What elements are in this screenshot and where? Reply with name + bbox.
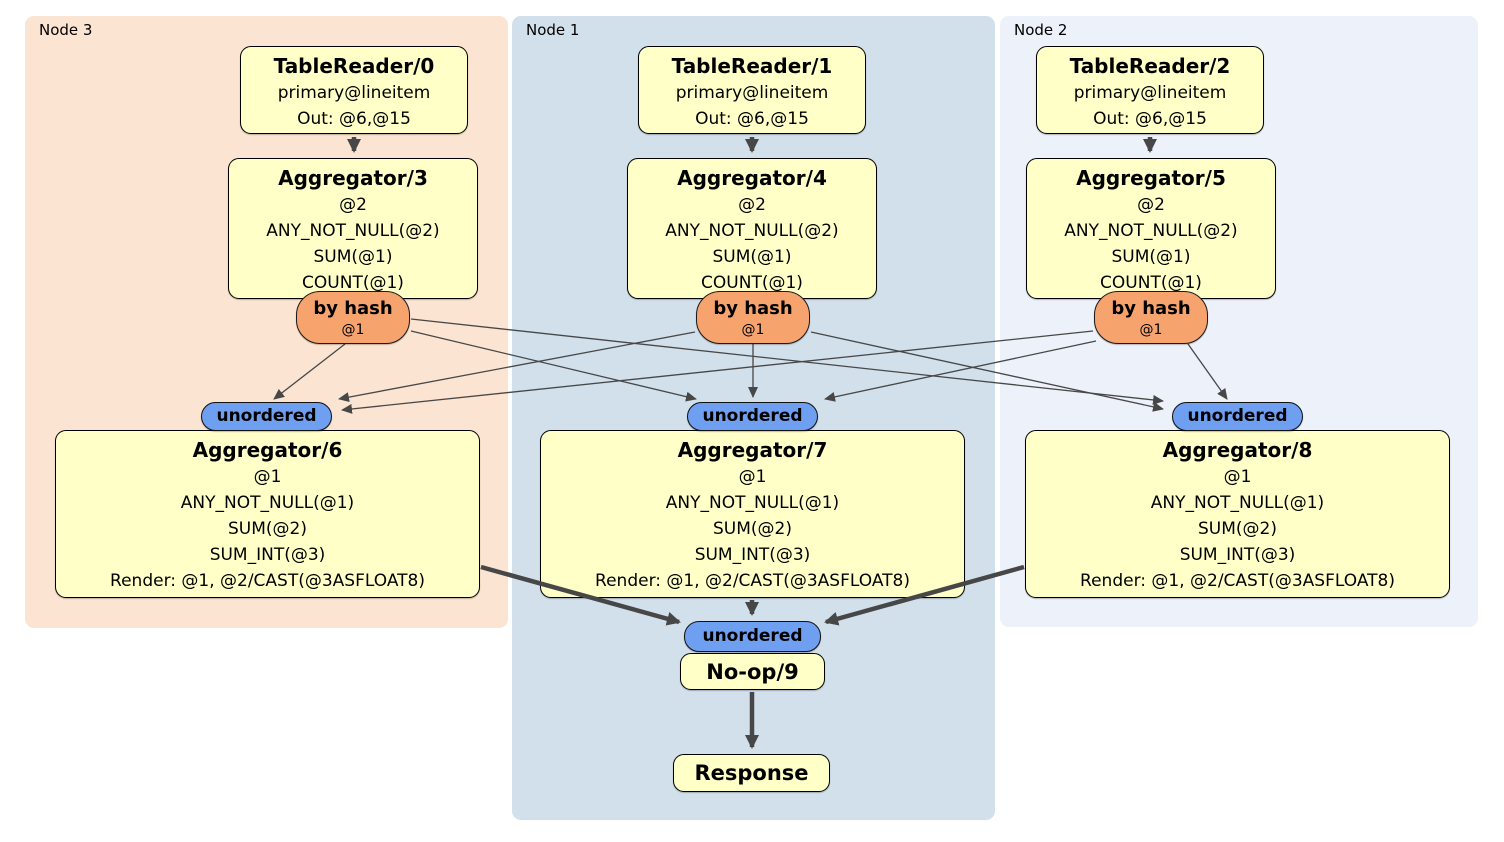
- box-line: ANY_NOT_NULL(@1): [1150, 493, 1325, 513]
- box-line: SUM(@2): [713, 519, 792, 539]
- node1-label: Node 1: [526, 21, 580, 39]
- box-line: primary@lineitem: [1073, 83, 1227, 103]
- box-title: TableReader/2: [1069, 54, 1231, 78]
- box-line: SUM(@2): [1198, 519, 1277, 539]
- box-line: @2: [1137, 195, 1165, 215]
- hash-router-4: by hash @1: [696, 291, 810, 344]
- box-line: Out: @6,@15: [1093, 109, 1207, 129]
- box-title: Aggregator/8: [1162, 438, 1313, 462]
- box-line: @2: [738, 195, 766, 215]
- box-title: Aggregator/3: [278, 166, 428, 190]
- box-line: SUM(@1): [313, 247, 393, 267]
- box-line: COUNT(@1): [1100, 273, 1202, 293]
- aggregator-8-box: Aggregator/8 @1 ANY_NOT_NULL(@1) SUM(@2)…: [1025, 430, 1450, 598]
- box-title: Aggregator/7: [677, 438, 828, 462]
- box-line: @1: [738, 467, 767, 487]
- box-line: @1: [253, 467, 282, 487]
- table-reader-1-box: TableReader/1 primary@lineitem Out: @6,@…: [638, 46, 866, 134]
- router-columns: @1: [741, 322, 765, 338]
- node2-label: Node 2: [1014, 21, 1068, 39]
- router-label: by hash: [313, 298, 393, 319]
- box-line: SUM_INT(@3): [694, 545, 811, 565]
- aggregator-6-box: Aggregator/6 @1 ANY_NOT_NULL(@1) SUM(@2)…: [55, 430, 480, 598]
- box-title: Aggregator/6: [192, 438, 343, 462]
- aggregator-5-box: Aggregator/5 @2 ANY_NOT_NULL(@2) SUM(@1)…: [1026, 158, 1276, 299]
- response-box: Response: [673, 754, 830, 792]
- router-label: by hash: [1111, 298, 1191, 319]
- box-line: Out: @6,@15: [297, 109, 411, 129]
- noop-9-box: No-op/9: [680, 653, 825, 690]
- box-line: ANY_NOT_NULL(@1): [665, 493, 840, 513]
- aggregator-7-box: Aggregator/7 @1 ANY_NOT_NULL(@1) SUM(@2)…: [540, 430, 965, 598]
- box-line: SUM(@2): [228, 519, 307, 539]
- unordered-sync-agg6: unordered: [201, 402, 332, 431]
- box-line: SUM(@1): [712, 247, 792, 267]
- box-line: primary@lineitem: [277, 83, 431, 103]
- box-title: Aggregator/4: [677, 166, 827, 190]
- table-reader-0-box: TableReader/0 primary@lineitem Out: @6,@…: [240, 46, 468, 134]
- box-line: COUNT(@1): [701, 273, 803, 293]
- box-line: ANY_NOT_NULL(@2): [665, 221, 839, 241]
- table-reader-2-box: TableReader/2 primary@lineitem Out: @6,@…: [1036, 46, 1264, 134]
- box-title: TableReader/1: [671, 54, 833, 78]
- box-line: Render: @1, @2/CAST(@3ASFLOAT8): [595, 571, 910, 591]
- aggregator-3-box: Aggregator/3 @2 ANY_NOT_NULL(@2) SUM(@1)…: [228, 158, 478, 299]
- unordered-sync-agg8: unordered: [1172, 402, 1303, 431]
- box-line: SUM(@1): [1111, 247, 1191, 267]
- box-line: Render: @1, @2/CAST(@3ASFLOAT8): [1080, 571, 1395, 591]
- box-title: Response: [694, 761, 809, 785]
- hash-router-3: by hash @1: [296, 291, 410, 344]
- box-line: Out: @6,@15: [695, 109, 809, 129]
- node3-label: Node 3: [39, 21, 93, 39]
- box-line: @1: [1223, 467, 1252, 487]
- router-label: by hash: [713, 298, 793, 319]
- unordered-sync-agg7: unordered: [687, 402, 818, 431]
- box-line: Render: @1, @2/CAST(@3ASFLOAT8): [110, 571, 425, 591]
- box-line: ANY_NOT_NULL(@2): [1064, 221, 1238, 241]
- unordered-sync-noop: unordered: [684, 621, 821, 652]
- box-line: ANY_NOT_NULL(@1): [180, 493, 355, 513]
- box-line: SUM_INT(@3): [1179, 545, 1296, 565]
- aggregator-4-box: Aggregator/4 @2 ANY_NOT_NULL(@2) SUM(@1)…: [627, 158, 877, 299]
- box-line: COUNT(@1): [302, 273, 404, 293]
- router-columns: @1: [1139, 322, 1163, 338]
- router-columns: @1: [341, 322, 365, 338]
- box-line: @2: [339, 195, 367, 215]
- box-line: ANY_NOT_NULL(@2): [266, 221, 440, 241]
- box-title: TableReader/0: [273, 54, 435, 78]
- box-title: No-op/9: [706, 659, 799, 684]
- box-line: SUM_INT(@3): [209, 545, 326, 565]
- box-title: Aggregator/5: [1076, 166, 1226, 190]
- box-line: primary@lineitem: [675, 83, 829, 103]
- hash-router-5: by hash @1: [1094, 291, 1208, 344]
